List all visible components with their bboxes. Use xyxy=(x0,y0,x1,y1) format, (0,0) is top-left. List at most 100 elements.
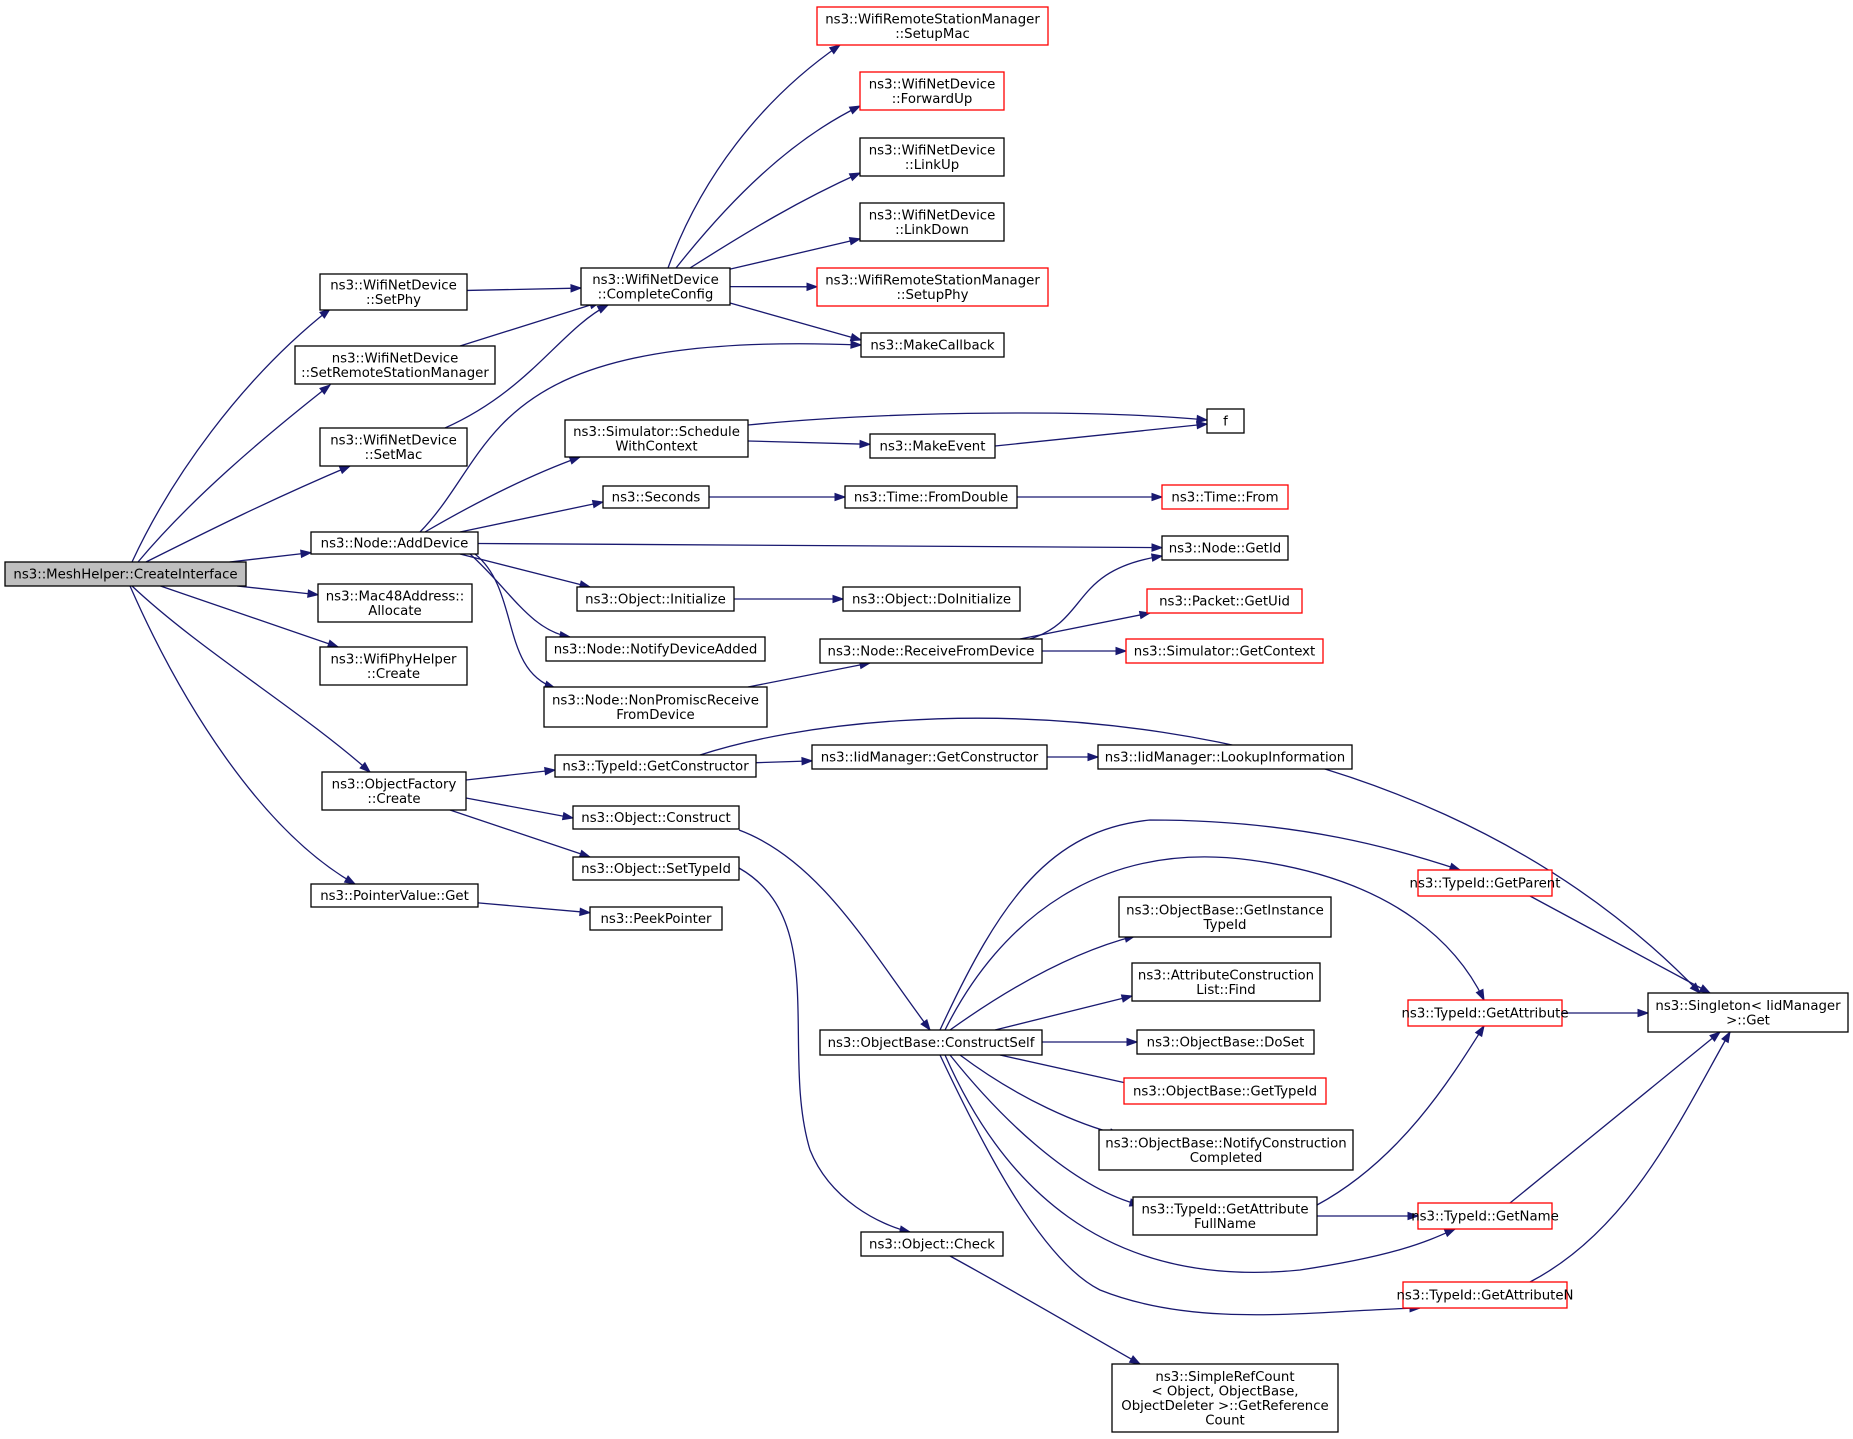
node-notifyadded[interactable]: ns3::Node::NotifyDeviceAdded xyxy=(545,636,766,662)
node-box xyxy=(819,638,1043,664)
node-makeevent[interactable]: ns3::MakeEvent xyxy=(869,433,996,459)
edge-line xyxy=(459,501,604,533)
node-receivefromdevice[interactable]: ns3::Node::ReceiveFromDevice xyxy=(819,638,1043,664)
edge-line xyxy=(1019,612,1151,640)
node-label: ns3::Packet::GetUid xyxy=(1159,595,1290,610)
node-phycreate[interactable]: ns3::WifiPhyHelper::Create xyxy=(319,646,468,686)
node-fromdouble[interactable]: ns3::Time::FromDouble xyxy=(844,485,1018,509)
node-f[interactable]: f xyxy=(1206,408,1245,434)
node-label: FullName xyxy=(1194,1217,1256,1232)
edge-createinterface-to-setphy xyxy=(131,308,332,563)
arrowhead xyxy=(338,465,352,475)
node-doinitialize[interactable]: ns3::Object::DoInitialize xyxy=(842,586,1021,612)
edge-createinterface-to-setrsm xyxy=(137,384,332,563)
edge-line xyxy=(469,553,571,638)
node-ptrget[interactable]: ns3::PointerValue::Get xyxy=(310,883,479,908)
node-box xyxy=(1417,1202,1553,1230)
edge-line xyxy=(729,302,862,341)
node-getname[interactable]: ns3::TypeId::GetName xyxy=(1411,1202,1559,1230)
node-label: ns3::WifiNetDevice xyxy=(869,208,996,223)
node-label: ns3::TypeId::GetName xyxy=(1411,1210,1559,1225)
node-box xyxy=(319,646,468,686)
node-label: ::SetupMac xyxy=(895,27,970,42)
edge-line xyxy=(949,1054,1141,1206)
node-ofcreate[interactable]: ns3::ObjectFactory::Create xyxy=(321,771,467,811)
node-label: ns3::ObjectBase::ConstructSelf xyxy=(828,1036,1035,1051)
arrowhead xyxy=(578,849,592,858)
edge-line xyxy=(229,551,312,563)
node-box xyxy=(319,427,468,467)
node-forwardup[interactable]: ns3::WifiNetDevice::ForwardUp xyxy=(859,71,1005,111)
node-label: ns3::IidManager::LookupInformation xyxy=(1105,751,1345,766)
edge-completeconfig-to-setupphy xyxy=(729,282,819,292)
arrowhead xyxy=(1443,1228,1457,1238)
node-box xyxy=(859,137,1005,177)
node-label: ns3::Object::Construct xyxy=(581,811,730,826)
node-lookupinfo[interactable]: ns3::IidManager::LookupInformation xyxy=(1097,744,1353,770)
node-nodegetid[interactable]: ns3::Node::GetId xyxy=(1161,535,1289,561)
node-refcount[interactable]: ns3::SimpleRefCount< Object, ObjectBase,… xyxy=(1111,1363,1339,1433)
node-seconds[interactable]: ns3::Seconds xyxy=(602,485,710,509)
node-label: ns3::Node::AddDevice xyxy=(321,537,469,552)
node-allocate[interactable]: ns3::Mac48Address::Allocate xyxy=(317,583,473,623)
node-getconstructor[interactable]: ns3::TypeId::GetConstructor xyxy=(554,754,757,778)
node-obgettypeid[interactable]: ns3::ObjectBase::GetTypeId xyxy=(1123,1077,1327,1105)
node-label: >::Get xyxy=(1726,1013,1770,1028)
node-setmac[interactable]: ns3::WifiNetDevice::SetMac xyxy=(319,427,468,467)
edge-adddevice-to-schedctx xyxy=(424,456,582,533)
node-iidgetconstructor[interactable]: ns3::IidManager::GetConstructor xyxy=(811,744,1048,770)
node-packetgetuid[interactable]: ns3::Packet::GetUid xyxy=(1146,588,1303,614)
node-label: List::Find xyxy=(1196,983,1255,998)
node-construct[interactable]: ns3::Object::Construct xyxy=(572,805,740,830)
node-label: Allocate xyxy=(368,604,421,619)
node-label: ns3::WifiRemoteStationManager xyxy=(825,273,1040,288)
node-constructself[interactable]: ns3::ObjectBase::ConstructSelf xyxy=(819,1029,1043,1056)
node-box xyxy=(545,636,766,662)
arrowhead xyxy=(1120,994,1134,1003)
node-box xyxy=(869,433,996,459)
node-doset[interactable]: ns3::ObjectBase::DoSet xyxy=(1136,1029,1315,1055)
edge-constructself-to-getattribute xyxy=(944,856,1485,1031)
node-setupmac[interactable]: ns3::WifiRemoteStationManager::SetupMac xyxy=(816,6,1049,46)
node-settypeid[interactable]: ns3::Object::SetTypeId xyxy=(572,856,740,881)
node-linkdown[interactable]: ns3::WifiNetDevice::LinkDown xyxy=(859,202,1005,242)
arrowhead xyxy=(832,594,845,604)
node-label: ::SetPhy xyxy=(366,293,421,308)
node-simgetcontext[interactable]: ns3::Simulator::GetContext xyxy=(1125,638,1324,664)
node-adddevice[interactable]: ns3::Node::AddDevice xyxy=(310,531,479,555)
node-getparent[interactable]: ns3::TypeId::GetParent xyxy=(1410,869,1561,897)
node-label: Completed xyxy=(1190,1151,1263,1166)
node-setrsm[interactable]: ns3::WifiNetDevice::SetRemoteStationMana… xyxy=(294,345,496,385)
node-linkup[interactable]: ns3::WifiNetDevice::LinkUp xyxy=(859,137,1005,177)
node-label: ns3::IidManager::GetConstructor xyxy=(821,751,1039,766)
edge-receivefromdevice-to-packetgetuid xyxy=(1019,610,1152,640)
arrowhead xyxy=(591,499,605,509)
node-setphy[interactable]: ns3::WifiNetDevice::SetPhy xyxy=(319,273,468,311)
node-box xyxy=(860,1231,1004,1257)
node-singletonget[interactable]: ns3::Singleton< IidManager >::Get xyxy=(1647,992,1849,1033)
node-objcheck[interactable]: ns3::Object::Check xyxy=(860,1231,1004,1257)
node-peekpointer[interactable]: ns3::PeekPointer xyxy=(589,906,723,931)
edge-line xyxy=(129,585,356,885)
node-label: ns3::Node::NotifyDeviceAdded xyxy=(554,643,758,658)
arrowhead xyxy=(859,439,872,449)
node-getattribute[interactable]: ns3::TypeId::GetAttribute xyxy=(1401,999,1569,1027)
node-timefrom[interactable]: ns3::Time::From xyxy=(1161,484,1289,510)
arrowhead xyxy=(920,1019,931,1032)
node-box xyxy=(1132,1196,1318,1236)
node-makecallback[interactable]: ns3::MakeCallback xyxy=(860,332,1005,358)
node-objinit[interactable]: ns3::Object::Initialize xyxy=(576,586,735,612)
node-label: ns3::WifiNetDevice xyxy=(869,143,996,158)
node-setupphy[interactable]: ns3::WifiRemoteStationManager::SetupPhy xyxy=(816,267,1049,307)
arrowhead xyxy=(319,308,332,319)
node-notifyconstruction[interactable]: ns3::ObjectBase::NotifyConstructionCompl… xyxy=(1098,1129,1354,1171)
node-completeconfig[interactable]: ns3::WifiNetDevice::CompleteConfig xyxy=(580,267,731,306)
node-label: ns3::Time::FromDouble xyxy=(854,491,1008,506)
node-label: FromDevice xyxy=(616,708,694,723)
node-getattributen[interactable]: ns3::TypeId::GetAttributeN xyxy=(1397,1281,1574,1309)
